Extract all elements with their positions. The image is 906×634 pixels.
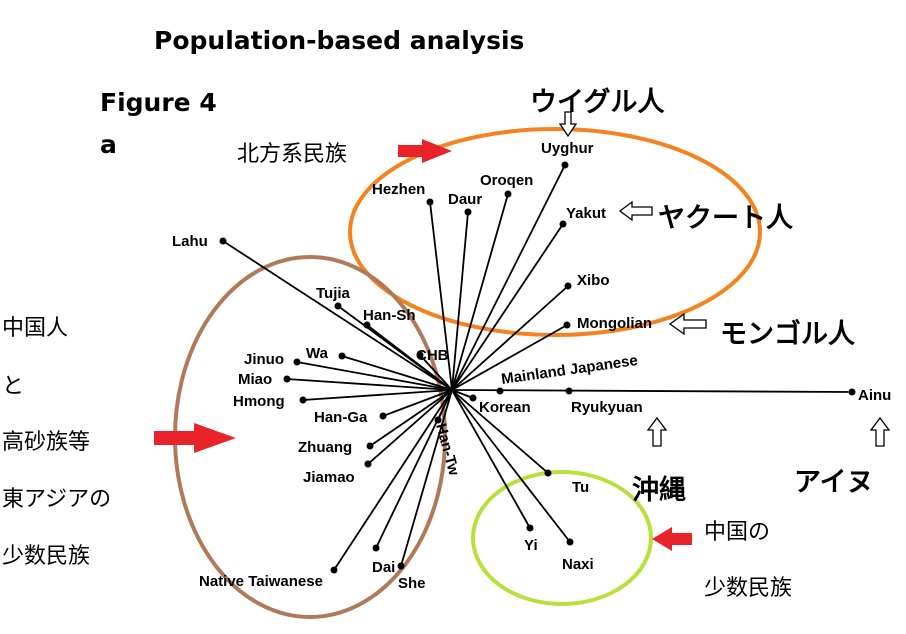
uyghur-jp-label: ウイグル人 [530, 87, 665, 118]
node-miao [283, 375, 291, 383]
label-mainland-japanese: Mainland Japanese [500, 352, 639, 388]
node-naxi [566, 538, 574, 546]
node-native-taiwanese [330, 566, 338, 574]
node-wa [338, 352, 346, 360]
node-zhuang [366, 442, 374, 450]
label-jiamao: Jiamao [303, 469, 355, 486]
node-tu [544, 469, 552, 477]
chinese-label-3: 高砂族等 [2, 430, 91, 455]
node-yi [526, 524, 534, 532]
label-yakut: Yakut [566, 205, 606, 222]
red-arrow-east-asian [154, 423, 236, 453]
label-hmong: Hmong [233, 393, 285, 410]
label-daur: Daur [448, 191, 482, 208]
node-dai [372, 544, 380, 552]
panel-label: a [100, 130, 117, 159]
label-han-ga: Han-Ga [314, 409, 368, 426]
northern-ellipse [348, 127, 762, 337]
page-title: Population-based analysis [154, 26, 525, 55]
yakut-jp-label: ヤクート人 [658, 203, 793, 234]
node-han-sh [363, 321, 371, 329]
yakut-arrow-icon [618, 200, 653, 222]
node-jiamao [364, 460, 372, 468]
node-lahu [219, 237, 227, 245]
label-wa: Wa [306, 345, 329, 362]
label-native-taiwanese: Native Taiwanese [199, 573, 323, 590]
mongol-jp-label: モンゴル人 [720, 319, 855, 350]
tree-branches [222, 164, 853, 571]
node-tujia [334, 302, 342, 310]
node-hmong [299, 396, 307, 404]
node-xibo [564, 282, 572, 290]
label-xibo: Xibo [577, 272, 610, 289]
node-mainland-japanese [496, 387, 504, 395]
label-oroqen: Oroqen [480, 172, 533, 189]
minority-ellipse [471, 470, 653, 606]
chinese-label-2: と [2, 374, 25, 399]
red-arrow-minority [652, 527, 692, 551]
label-han-sh: Han-Sh [363, 307, 416, 324]
label-naxi: Naxi [562, 556, 594, 573]
label-lahu: Lahu [172, 233, 208, 250]
label-miao: Miao [238, 371, 272, 388]
chinese-label-1: 中国人 [2, 316, 69, 341]
label-tujia: Tujia [316, 285, 351, 302]
mongolian-arrow-icon [668, 312, 707, 336]
label-she: She [398, 575, 426, 592]
node-han-tw [434, 416, 442, 424]
okinawa-label: 沖縄 [632, 475, 686, 506]
node-mongolian [563, 321, 571, 329]
label-hezhen: Hezhen [372, 181, 425, 198]
node-uyghur [561, 161, 569, 169]
label-zhuang: Zhuang [298, 439, 352, 456]
node-chb [416, 351, 424, 359]
node-yakut [559, 220, 567, 228]
label-han-tw: Han-Tw [432, 422, 462, 478]
node-oroqen [504, 190, 512, 198]
northern-jp-label: 北方系民族 [237, 142, 348, 167]
label-ainu: Ainu [858, 387, 891, 404]
ainu-jp-label: アイヌ [794, 467, 874, 498]
uyghur-arrow-icon [558, 111, 578, 138]
node-daur [464, 208, 472, 216]
node-han-ga [379, 412, 387, 420]
label-tu: Tu [572, 479, 589, 496]
red-arrow-northern [398, 139, 452, 163]
label-korean: Korean [479, 399, 531, 416]
figure-label: Figure 4 [100, 88, 217, 117]
node-ainu [848, 388, 856, 396]
label-mongolian: Mongolian [577, 315, 652, 332]
ryukyuan-arrow-icon [646, 416, 668, 447]
ainu-arrow-icon [869, 416, 891, 447]
node-ryukyuan [565, 387, 573, 395]
label-jinuo: Jinuo [244, 351, 284, 368]
node-jinuo [293, 358, 301, 366]
node-hezhen [426, 198, 434, 206]
label-ryukyuan: Ryukyuan [571, 399, 643, 416]
node-korean [469, 394, 477, 402]
minority-label-1: 中国の [704, 520, 771, 545]
chinese-label-5: 少数民族 [2, 544, 91, 569]
tree-nodes [219, 161, 856, 574]
node-she [397, 562, 405, 570]
label-dai: Dai [372, 559, 395, 576]
minority-label-2: 少数民族 [704, 576, 793, 601]
label-yi: Yi [524, 537, 538, 554]
label-uyghur: Uyghur [541, 140, 594, 157]
chinese-label-4: 東アジアの [2, 487, 112, 512]
label-chb: CHB [416, 347, 449, 364]
